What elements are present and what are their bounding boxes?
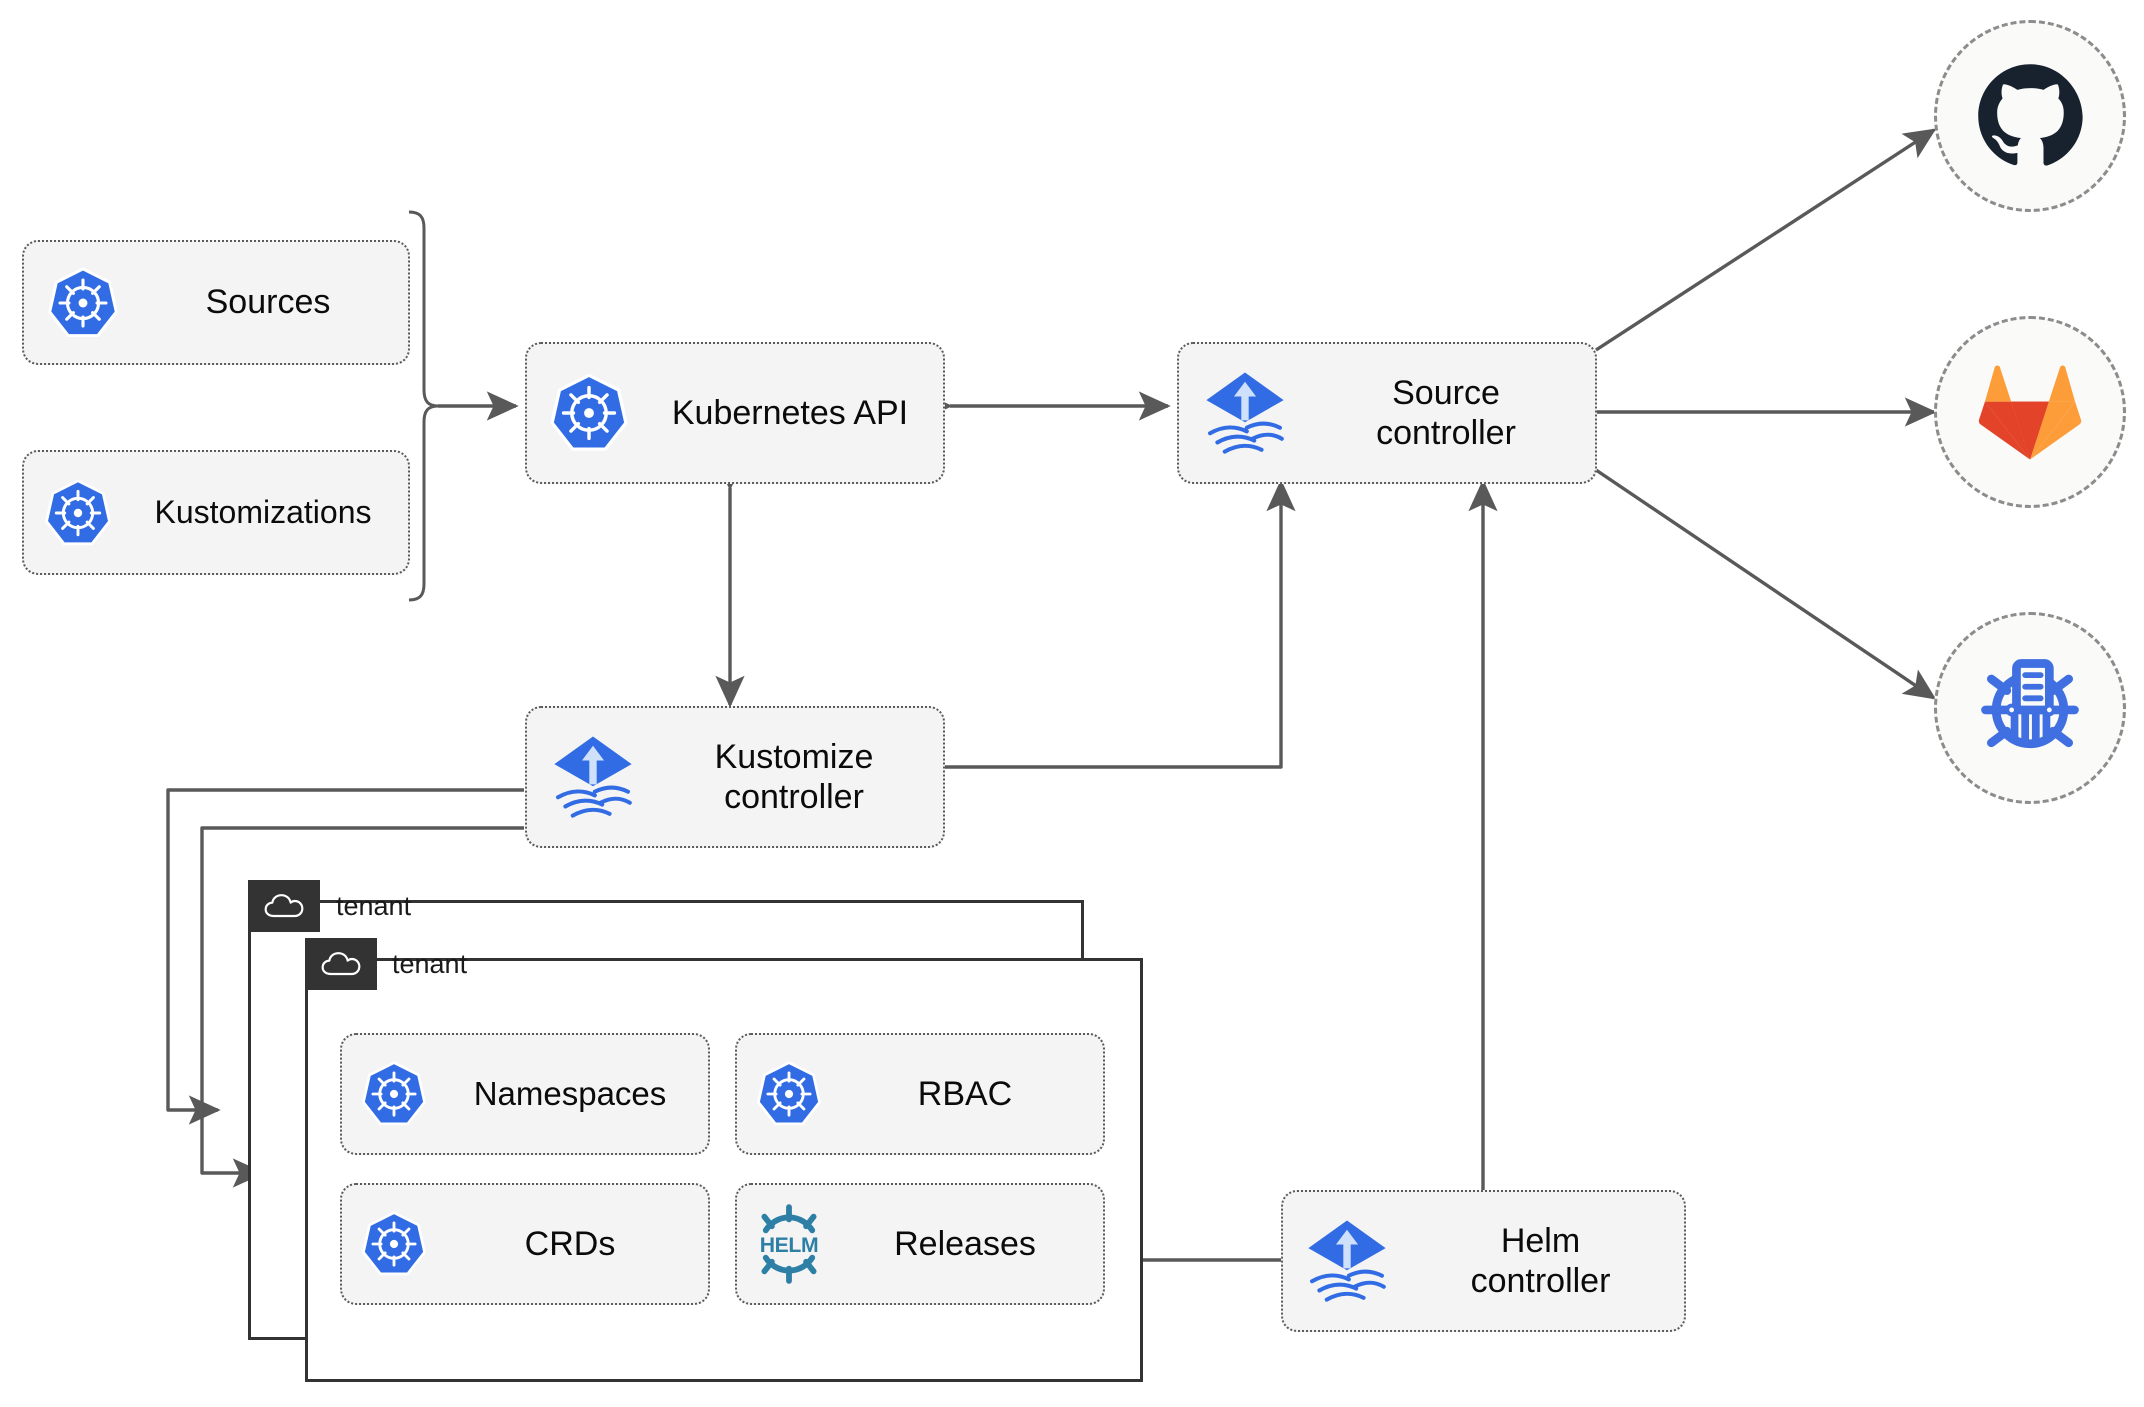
- kubernetes-icon: [24, 266, 142, 340]
- node-source-controller-label: Source controller: [1376, 373, 1516, 452]
- node-helm-controller-label: Helm controller: [1470, 1221, 1611, 1300]
- kubernetes-icon: [342, 1060, 446, 1128]
- node-provider-helm-repository[interactable]: [1934, 612, 2126, 804]
- node-crds-label: CRDs: [524, 1224, 616, 1263]
- node-kubernetes-api-label: Kubernetes API: [671, 393, 909, 432]
- node-kustomizations-label: Kustomizations: [154, 493, 372, 530]
- node-source-controller[interactable]: Source controller: [1177, 342, 1597, 484]
- node-namespaces-label: Namespaces: [473, 1074, 667, 1112]
- kubernetes-icon: [342, 1210, 446, 1278]
- node-crds[interactable]: CRDs: [340, 1183, 710, 1305]
- helm-icon: HELM: [737, 1203, 841, 1285]
- edge-resources-bracket: [408, 210, 440, 602]
- flux-icon: [1283, 1215, 1411, 1307]
- edge-source-to-github: [1595, 128, 1937, 352]
- kubernetes-icon: [737, 1060, 841, 1128]
- kubernetes-icon: [527, 372, 651, 454]
- tenant-tab-front[interactable]: [305, 938, 377, 990]
- edge-kustomize-to-source: [940, 479, 1296, 769]
- tenant-label-front: tenant: [392, 949, 468, 979]
- tenant-label-back: tenant: [336, 891, 412, 921]
- gitlab-icon: [1978, 362, 2082, 462]
- node-kustomizations[interactable]: Kustomizations: [22, 450, 410, 575]
- svg-text:HELM: HELM: [760, 1234, 819, 1257]
- tenant-container-front[interactable]: [305, 958, 1143, 1382]
- edge-source-to-helm-repo: [1595, 468, 1937, 700]
- flux-icon: [527, 731, 659, 823]
- flux-icon: [1179, 367, 1311, 459]
- node-kustomize-controller-label: Kustomize controller: [714, 737, 874, 816]
- node-rbac[interactable]: RBAC: [735, 1033, 1105, 1155]
- node-kustomize-controller[interactable]: Kustomize controller: [525, 706, 945, 848]
- github-icon: [1976, 62, 2084, 170]
- helm-repository-icon: [1972, 650, 2088, 766]
- node-sources-label: Sources: [205, 283, 331, 322]
- cloud-icon: [321, 950, 361, 978]
- node-helm-controller[interactable]: Helm controller: [1281, 1190, 1686, 1332]
- cloud-icon: [264, 892, 304, 920]
- tenant-tab-back[interactable]: [248, 880, 320, 932]
- node-rbac-label: RBAC: [917, 1074, 1013, 1113]
- node-provider-github[interactable]: [1934, 20, 2126, 212]
- kubernetes-icon: [24, 478, 132, 548]
- node-namespaces[interactable]: Namespaces: [340, 1033, 710, 1155]
- node-provider-gitlab[interactable]: [1934, 316, 2126, 508]
- node-sources[interactable]: Sources: [22, 240, 410, 365]
- node-kubernetes-api[interactable]: Kubernetes API: [525, 342, 945, 484]
- node-releases-label: Releases: [894, 1224, 1036, 1263]
- node-releases[interactable]: HELM Releases: [735, 1183, 1105, 1305]
